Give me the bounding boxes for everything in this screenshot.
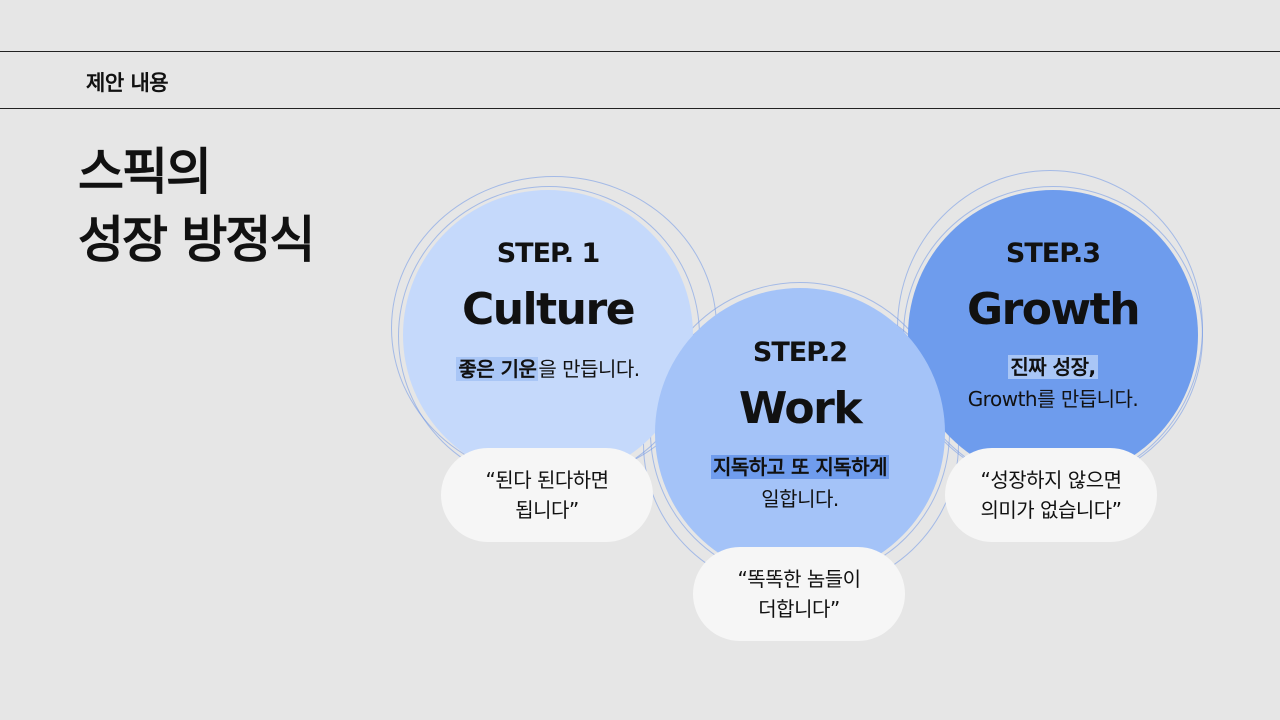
step-1-quote: “된다 된다하면 됩니다” [441,448,653,542]
step-1-quote-line-2: 됩니다” [515,498,579,522]
step-1-description-rest: 을 만듭니다. [538,357,640,381]
step-2-quote-line-1: “똑똑한 놈들이 [737,567,861,591]
step-2-quote: “똑똑한 놈들이 더합니다” [693,547,905,641]
step-3-label: STEP.3 [1005,238,1101,269]
step-2-circle: STEP.2 Work 지독하고 또 지독하게 일합니다. [655,288,945,578]
step-3-name: Growth [966,284,1141,335]
step-1-highlight: 좋은 기운 [456,357,539,381]
step-2-label: STEP.2 [752,337,848,368]
step-2-highlight: 지독하고 또 지독하게 [710,455,890,479]
step-2-quote-line-2: 더합니다” [758,597,840,621]
title-line-2: 성장 방정식 [78,211,315,269]
step-3-highlight: 진짜 성장, [1008,355,1098,379]
section-label: 제안 내용 [86,71,169,95]
step-3-circle: STEP.3 Growth 진짜 성장, Growth를 만듭니다. [908,190,1198,480]
step-1-name: Culture [461,284,636,335]
step-1-label: STEP. 1 [496,238,601,269]
step-2-name: Work [738,383,863,434]
step-3-quote: “성장하지 않으면 의미가 없습니다” [945,448,1157,542]
step-3-quote-line-2: 의미가 없습니다” [980,498,1122,522]
step-2-description: 지독하고 또 지독하게 일합니다. [655,451,945,515]
step-1-quote-line-1: “된다 된다하면 [485,468,609,492]
title-line-1: 스픽의 [78,143,212,201]
step-2-description-rest: 일합니다. [761,487,839,511]
header-bar: 제안 내용 [0,51,1280,109]
step-3-description-rest: Growth를 만듭니다. [967,387,1139,411]
step-3-quote-line-1: “성장하지 않으면 [980,468,1122,492]
step-3-description: 진짜 성장, Growth를 만듭니다. [908,351,1198,415]
page-title: 스픽의 성장 방정식 [78,138,315,274]
